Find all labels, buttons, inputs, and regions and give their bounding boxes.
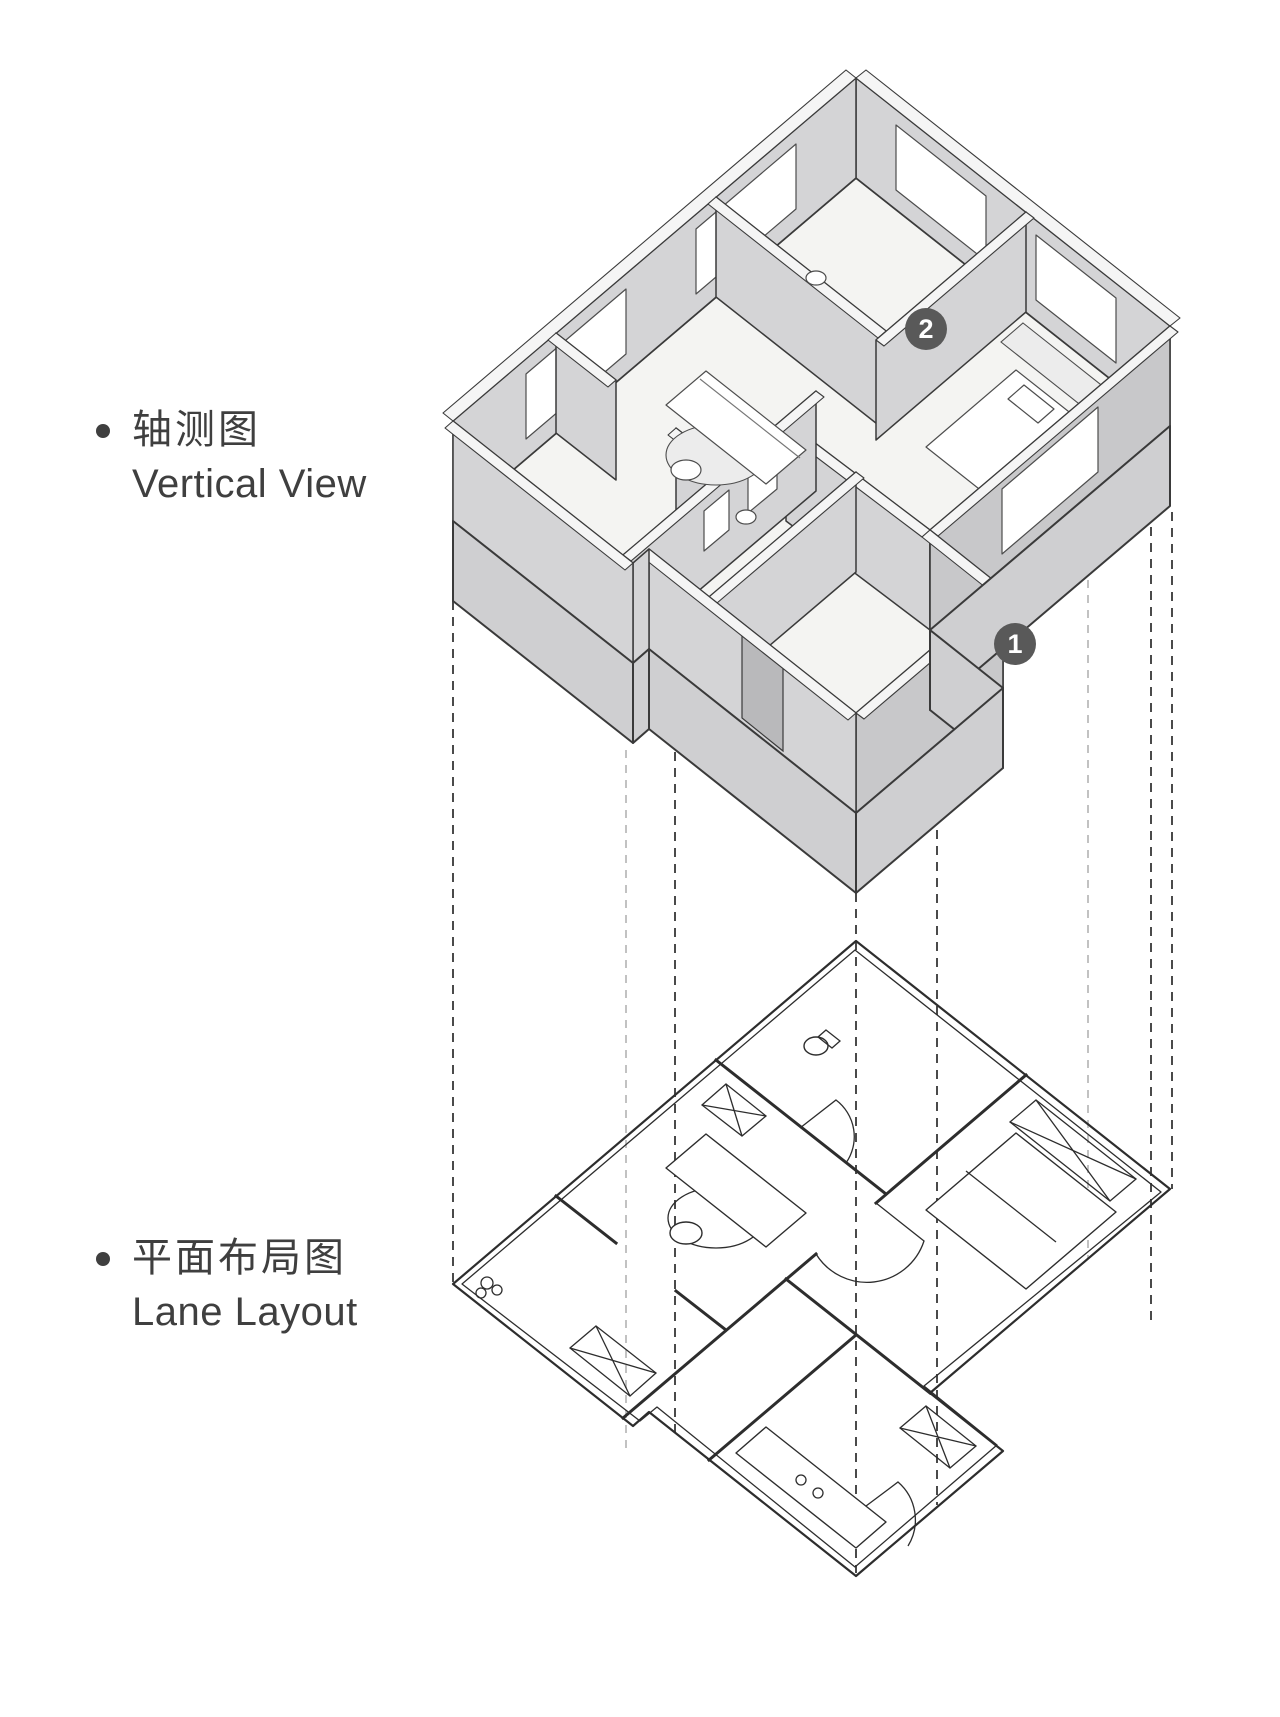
plan-kitchen-counter <box>735 1426 887 1549</box>
plan-closet-hatches <box>568 1083 1138 1469</box>
plan-inner-outline <box>461 949 1162 1568</box>
bullet-icon <box>96 424 110 438</box>
hatch-box <box>1008 1099 1138 1202</box>
plan-label-en: Lane Layout <box>132 1290 358 1334</box>
plan-door-swings <box>799 1099 925 1547</box>
plan-view-label: 平面布局图 Lane Layout <box>96 1236 358 1334</box>
hatch-box <box>568 1325 658 1397</box>
axon-label-en: Vertical View <box>132 462 367 506</box>
hatch-box <box>700 1083 768 1137</box>
plan-furniture <box>475 1029 1117 1549</box>
bullet-icon <box>96 1252 110 1266</box>
projection-guide-lines <box>452 512 1173 1573</box>
axon-view-label: 轴测图 Vertical View <box>96 408 367 506</box>
plan-label-zh: 平面布局图 <box>132 1236 347 1280</box>
plan-sofa <box>665 1133 807 1248</box>
axonometric-view <box>442 69 1181 894</box>
floor-plan-view <box>451 939 1172 1578</box>
marker-number: 2 <box>918 313 934 344</box>
plan-toilet <box>803 1036 829 1056</box>
plan-table <box>669 1221 703 1245</box>
plan-outer-outline <box>451 939 1172 1578</box>
marker-number: 1 <box>1007 628 1023 659</box>
plan-bed <box>925 1132 1117 1290</box>
axon-floor-slab <box>452 425 1171 894</box>
plan-plant <box>475 1276 503 1299</box>
marker-badge-1: 1 <box>994 623 1036 665</box>
axon-washbasin <box>805 270 827 286</box>
axon-stool <box>735 509 757 525</box>
hatch-box <box>898 1405 978 1469</box>
axon-coffee-table <box>670 459 702 481</box>
axon-front-walls <box>444 325 1179 814</box>
marker-badge-2: 2 <box>905 308 947 350</box>
wall-picture-frame <box>703 489 730 552</box>
axon-label-zh: 轴测图 <box>132 408 261 452</box>
axon-pillow <box>1007 384 1055 424</box>
axon-sofa <box>665 370 807 485</box>
